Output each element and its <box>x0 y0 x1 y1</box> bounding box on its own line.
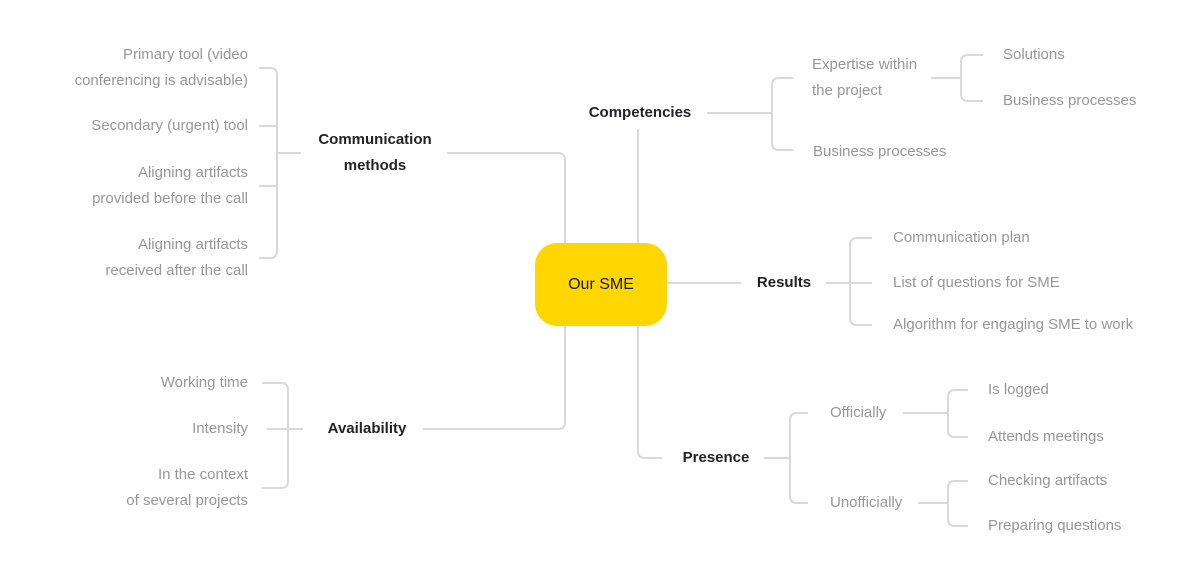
node-solutions[interactable]: Solutions <box>1003 46 1065 63</box>
node-list-of-questions[interactable]: List of questions for SME <box>893 274 1060 291</box>
node-secondary-tool[interactable]: Secondary (urgent) tool <box>91 117 248 134</box>
branch-results[interactable]: Results <box>756 274 812 291</box>
branch-competencies[interactable]: Competencies <box>588 104 692 121</box>
connector-trunk-right <box>637 129 662 459</box>
root-node-label: Our SME <box>568 275 634 293</box>
connector-communication-bracket <box>259 67 301 259</box>
root-node-our-sme[interactable]: Our SME <box>535 243 667 326</box>
node-preparing-questions[interactable]: Preparing questions <box>988 517 1122 534</box>
node-communication-plan[interactable]: Communication plan <box>893 229 1030 246</box>
connector-expertise-bracket <box>931 54 983 102</box>
connector-unofficially-bracket <box>918 480 968 527</box>
branch-communication-methods[interactable]: Communication methods <box>318 131 432 174</box>
node-business-processes[interactable]: Business processes <box>813 143 947 160</box>
connector-availability-bracket <box>262 382 303 489</box>
branch-presence[interactable]: Presence <box>682 449 750 466</box>
connector-results-bracket <box>826 237 872 326</box>
node-business-processes-sub[interactable]: Business processes <box>1003 92 1137 109</box>
node-primary-tool[interactable]: Primary tool (video conferencing is advi… <box>74 46 248 89</box>
node-checking-artifacts[interactable]: Checking artifacts <box>988 472 1108 489</box>
connector-presence-bracket <box>764 412 808 504</box>
branch-availability[interactable]: Availability <box>327 420 407 437</box>
connector-competencies-bracket <box>707 77 793 151</box>
node-expertise-within-project[interactable]: Expertise within the project <box>812 56 918 99</box>
connector-officially-bracket <box>903 389 968 438</box>
node-artifacts-before[interactable]: Aligning artifacts provided before the c… <box>92 164 248 207</box>
node-is-logged[interactable]: Is logged <box>988 381 1049 398</box>
node-intensity[interactable]: Intensity <box>192 420 248 437</box>
node-algorithm-engaging[interactable]: Algorithm for engaging SME to work <box>893 316 1134 333</box>
node-officially[interactable]: Officially <box>830 404 887 421</box>
node-unofficially[interactable]: Unofficially <box>830 494 903 511</box>
node-several-projects[interactable]: In the context of several projects <box>126 466 248 509</box>
node-working-time[interactable]: Working time <box>160 374 248 391</box>
node-artifacts-after[interactable]: Aligning artifacts received after the ca… <box>105 236 248 279</box>
node-attends-meetings[interactable]: Attends meetings <box>988 428 1104 445</box>
